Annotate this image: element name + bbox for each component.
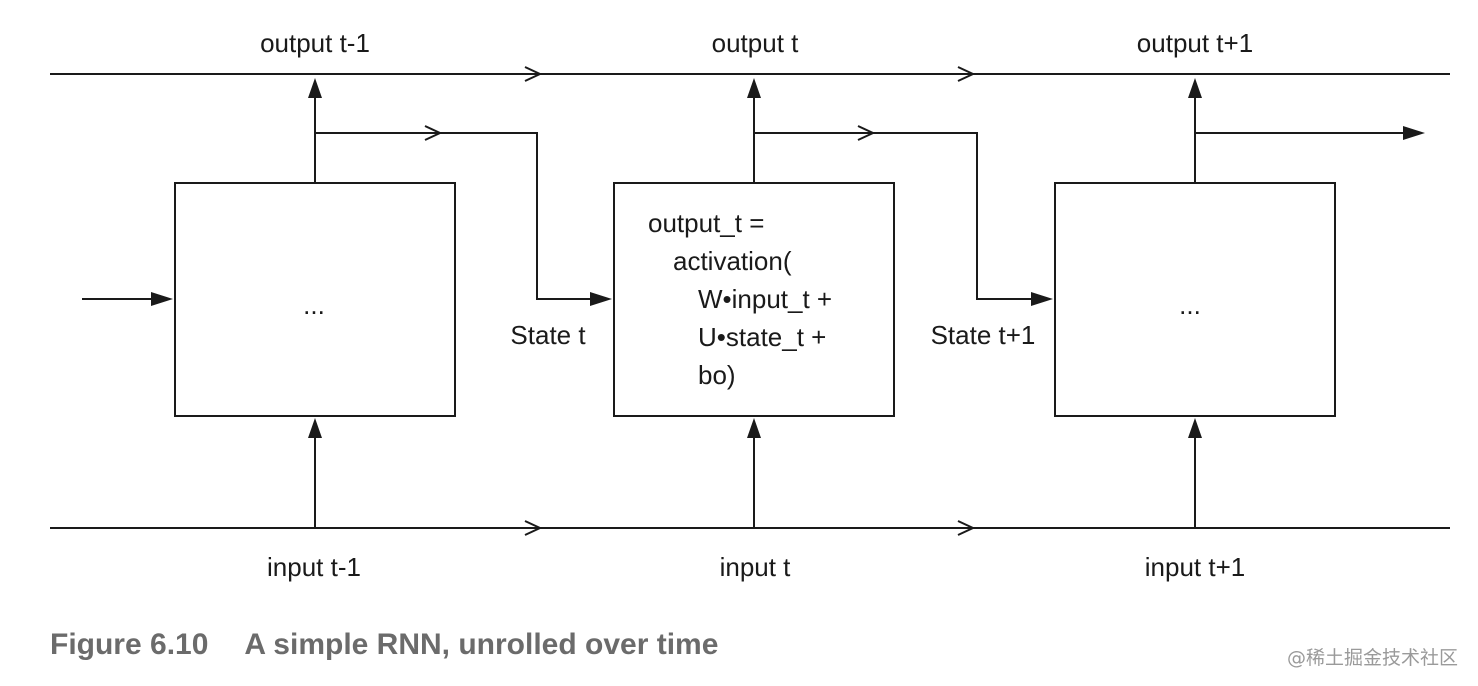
output-label-2: output t (712, 28, 800, 58)
cell-2-output-arrowhead (747, 78, 761, 98)
state-path-1-mid-arrow (424, 125, 443, 141)
state-path-2-arrowhead (1031, 292, 1053, 306)
figure-number: Figure 6.10 (50, 628, 209, 661)
cell-2-input-arrowhead (747, 418, 761, 438)
input-line-arrow-1 (524, 520, 543, 536)
input-label-1: input t-1 (267, 552, 361, 582)
state-out-arrowhead (1403, 126, 1425, 140)
input-label-2: input t (720, 552, 792, 582)
state-label-2: State t+1 (931, 320, 1036, 350)
cell-3-output-arrowhead (1188, 78, 1202, 98)
cell-3-input-arrowhead (1188, 418, 1202, 438)
cell-2-formula-line-2: activation( (673, 246, 792, 276)
state-path-2-mid-arrow (857, 125, 876, 141)
output-line-arrow-1 (524, 66, 543, 82)
cell-2-formula-line-5: bo) (698, 360, 736, 390)
figure-caption: Figure 6.10 A simple RNN, unrolled over t… (50, 628, 718, 662)
cell-1-ellipsis: ... (303, 290, 325, 320)
state-path-1 (315, 132, 598, 300)
output-line-arrow-2 (957, 66, 976, 82)
state-path-1-arrowhead (590, 292, 612, 306)
cell-1-output-arrowhead (308, 78, 322, 98)
cell-2-formula-line-1: output_t = (648, 208, 764, 238)
state-path-2 (754, 132, 1038, 300)
output-label-3: output t+1 (1137, 28, 1253, 58)
watermark: @稀土掘金技术社区 (1286, 647, 1458, 669)
initial-state-arrowhead (151, 292, 173, 306)
cell-2-formula-line-4: U•state_t + (698, 322, 826, 352)
input-label-3: input t+1 (1145, 552, 1245, 582)
output-label-1: output t-1 (260, 28, 370, 58)
figure-title: A simple RNN, unrolled over time (244, 628, 719, 661)
state-label-1: State t (510, 320, 586, 350)
cell-1-input-arrowhead (308, 418, 322, 438)
cell-2-formula-line-3: W•input_t + (698, 284, 832, 314)
input-line-arrow-2 (957, 520, 976, 536)
cell-3-ellipsis: ... (1179, 290, 1201, 320)
rnn-diagram: output t-1 output t output t+1 input t-1… (50, 28, 1450, 582)
